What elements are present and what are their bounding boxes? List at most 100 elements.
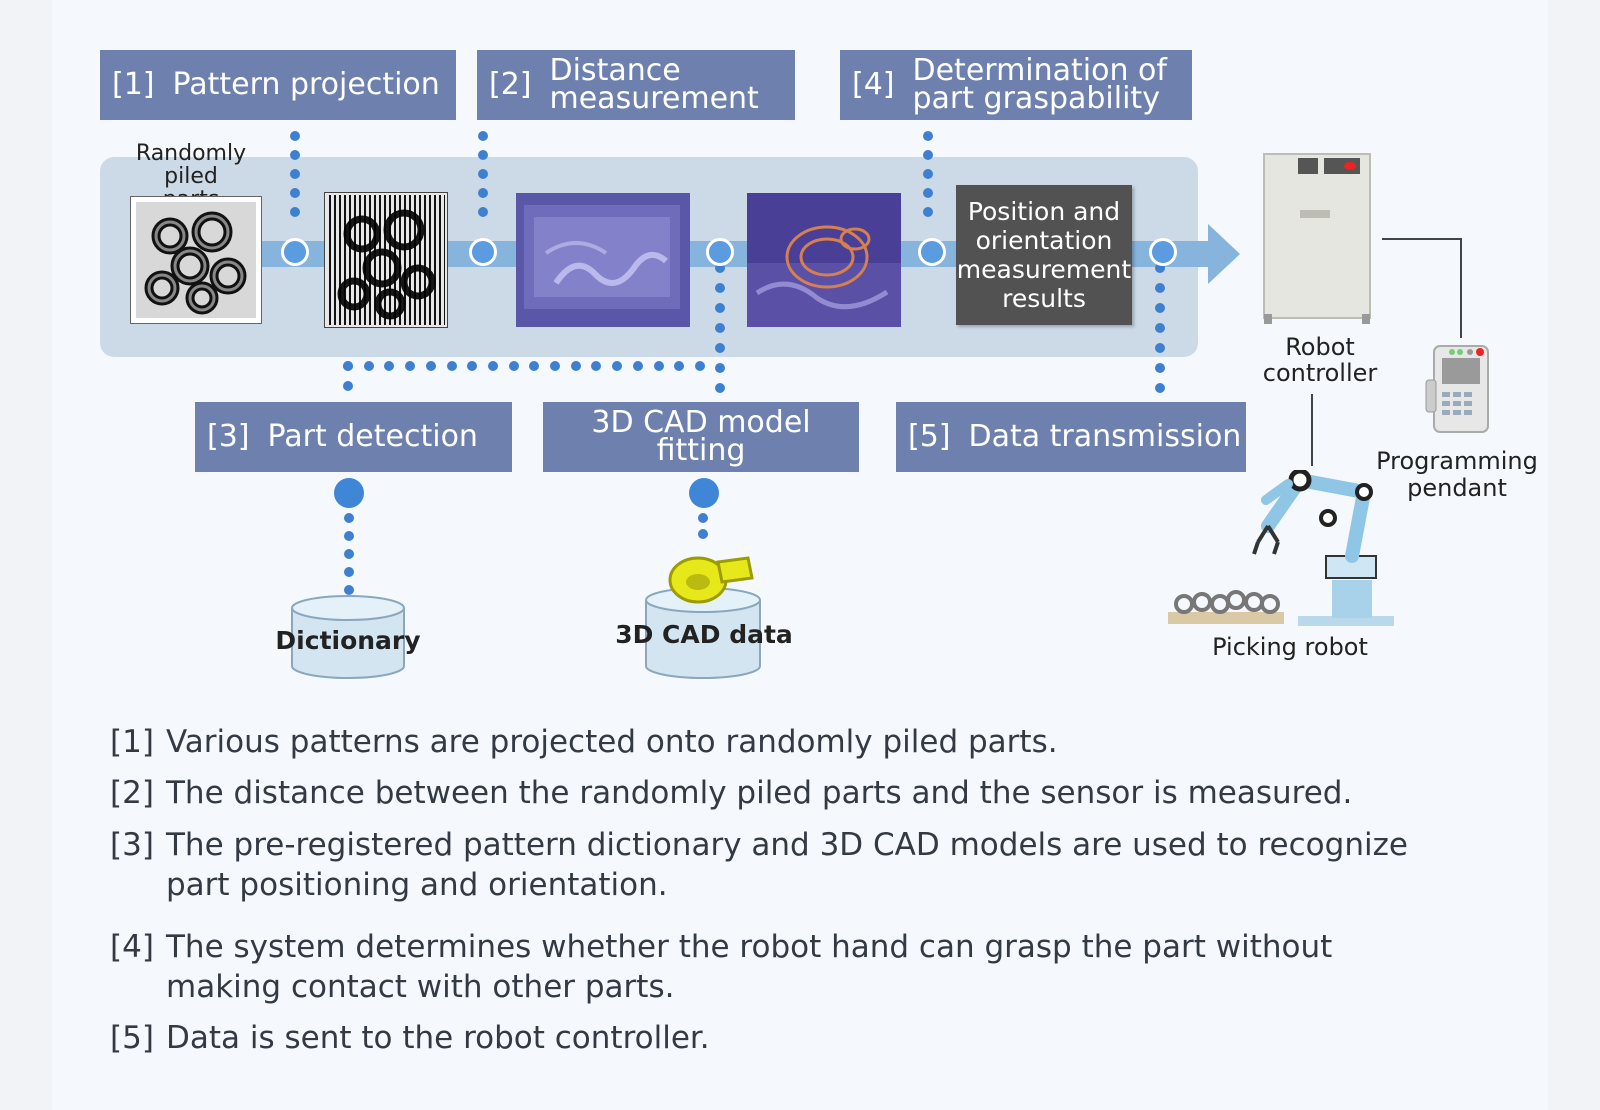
description-4: [4]The system determines whether the rob… xyxy=(110,927,1510,1007)
description-2: [2]The distance between the randomly pil… xyxy=(110,773,1510,813)
connector-dot xyxy=(478,131,488,141)
connector-dot xyxy=(478,188,488,198)
connector-dot xyxy=(923,131,933,141)
connector-dot xyxy=(487,361,498,371)
connector-dot xyxy=(290,169,300,179)
step-3-box: [3] Part detection xyxy=(195,402,512,472)
dictionary-database-icon xyxy=(291,595,405,679)
step-2-label-line2: measurement xyxy=(549,81,759,116)
connector-dot xyxy=(1155,383,1165,393)
connector-dot xyxy=(290,207,300,217)
distance-measurement-image xyxy=(516,193,690,327)
detection-node xyxy=(334,478,364,508)
cad-data-label: 3D CAD data xyxy=(615,620,793,649)
connector-dot xyxy=(923,207,933,217)
result-line3: measurement xyxy=(956,255,1132,284)
connector-dot xyxy=(694,361,705,371)
step-5-label: Data transmission xyxy=(968,419,1242,454)
flow-node-4 xyxy=(918,238,946,266)
step-2-label-line1: Distance xyxy=(549,53,681,88)
programming-pendant-icon xyxy=(1425,345,1489,433)
connector-dot xyxy=(467,361,478,371)
connector-dot xyxy=(570,361,581,371)
picking-robot-icon xyxy=(1168,470,1394,626)
connector-dot xyxy=(591,361,602,371)
connector-dot xyxy=(344,549,354,559)
projected-pattern-photo xyxy=(324,192,448,328)
robot-controller-line1: Robot xyxy=(1285,333,1355,361)
description-5-text: Data is sent to the robot controller. xyxy=(166,1020,710,1056)
connector-dot xyxy=(344,567,354,577)
connector-dot xyxy=(632,361,643,371)
connector-dot xyxy=(923,169,933,179)
connector-dot xyxy=(612,361,623,371)
flow-arrow-head xyxy=(1208,224,1240,284)
connector-dot xyxy=(715,363,725,373)
connector-dot xyxy=(343,381,353,391)
connector-dot xyxy=(698,529,708,539)
pendant-cable-v xyxy=(1460,238,1462,338)
connector-dot xyxy=(715,323,725,333)
connector-dot xyxy=(698,513,708,523)
flow-node-1 xyxy=(281,238,309,266)
description-4-text-cont: making contact with other parts. xyxy=(166,969,675,1005)
step-3-number: [3] xyxy=(207,419,250,454)
step-4-label-line1: Determination of xyxy=(912,53,1167,88)
step-5-number: [5] xyxy=(908,419,951,454)
connector-dot xyxy=(446,361,457,371)
step-2-box: [2] Distance measurement xyxy=(477,50,795,120)
step-1-label: Pattern projection xyxy=(172,67,440,102)
fitting-node xyxy=(689,478,719,508)
connector-dot xyxy=(715,383,725,393)
pendant-line1: Programming xyxy=(1376,447,1538,475)
connector-dot xyxy=(1155,323,1165,333)
connector-dot xyxy=(363,361,374,371)
step-4-label-line2: part graspability xyxy=(912,81,1160,116)
connector-dot xyxy=(1155,283,1165,293)
cad-fitting-line1: 3D CAD model xyxy=(591,405,811,440)
flow-node-3 xyxy=(706,238,734,266)
step-4-number: [4] xyxy=(852,67,895,102)
description-5: [5]Data is sent to the robot controller. xyxy=(110,1018,1510,1058)
flow-node-5 xyxy=(1149,238,1177,266)
step-2-number: [2] xyxy=(489,67,532,102)
step-4-box: [4] Determination of part graspability xyxy=(840,50,1192,120)
robot-controller-label: Robot controller xyxy=(1250,334,1390,386)
connector-dot xyxy=(478,150,488,160)
result-line4: results xyxy=(1002,284,1086,313)
connector-dot xyxy=(715,303,725,313)
description-1-text: Various patterns are projected onto rand… xyxy=(166,724,1058,760)
part-detection-image xyxy=(747,193,901,327)
cad-part-icon xyxy=(668,556,754,604)
description-2-tag: [2] xyxy=(110,775,154,811)
connector-dot xyxy=(344,585,354,595)
connector-dot xyxy=(1155,303,1165,313)
connector-dot xyxy=(290,188,300,198)
flow-node-2 xyxy=(469,238,497,266)
connector-dot xyxy=(715,283,725,293)
connector-dot xyxy=(478,207,488,217)
pendant-label: Programming pendant xyxy=(1372,448,1542,502)
connector-dot xyxy=(290,131,300,141)
connector-dot xyxy=(1155,363,1165,373)
robot-cable xyxy=(1311,394,1313,466)
piled-parts-photo xyxy=(130,196,262,324)
robot-controller-line2: controller xyxy=(1262,359,1378,387)
connector-dot xyxy=(529,361,540,371)
connector-dot xyxy=(715,343,725,353)
connector-dot xyxy=(923,188,933,198)
step-1-box: [1] Pattern projection xyxy=(100,50,456,120)
description-1-tag: [1] xyxy=(110,724,154,760)
cad-fitting-line2: fitting xyxy=(656,433,746,468)
connector-dot xyxy=(344,531,354,541)
robot-controller-icon xyxy=(1263,153,1371,324)
result-line1: Position and xyxy=(967,197,1121,226)
randomly-piled-line1: Randomly piled xyxy=(135,141,247,189)
connector-dot xyxy=(344,513,354,523)
step-5-box: [5] Data transmission xyxy=(896,402,1246,472)
pendant-line2: pendant xyxy=(1407,474,1507,502)
description-3-tag: [3] xyxy=(110,827,154,863)
connector-dot xyxy=(290,150,300,160)
connector-dot xyxy=(1155,343,1165,353)
connector-dot xyxy=(478,169,488,179)
